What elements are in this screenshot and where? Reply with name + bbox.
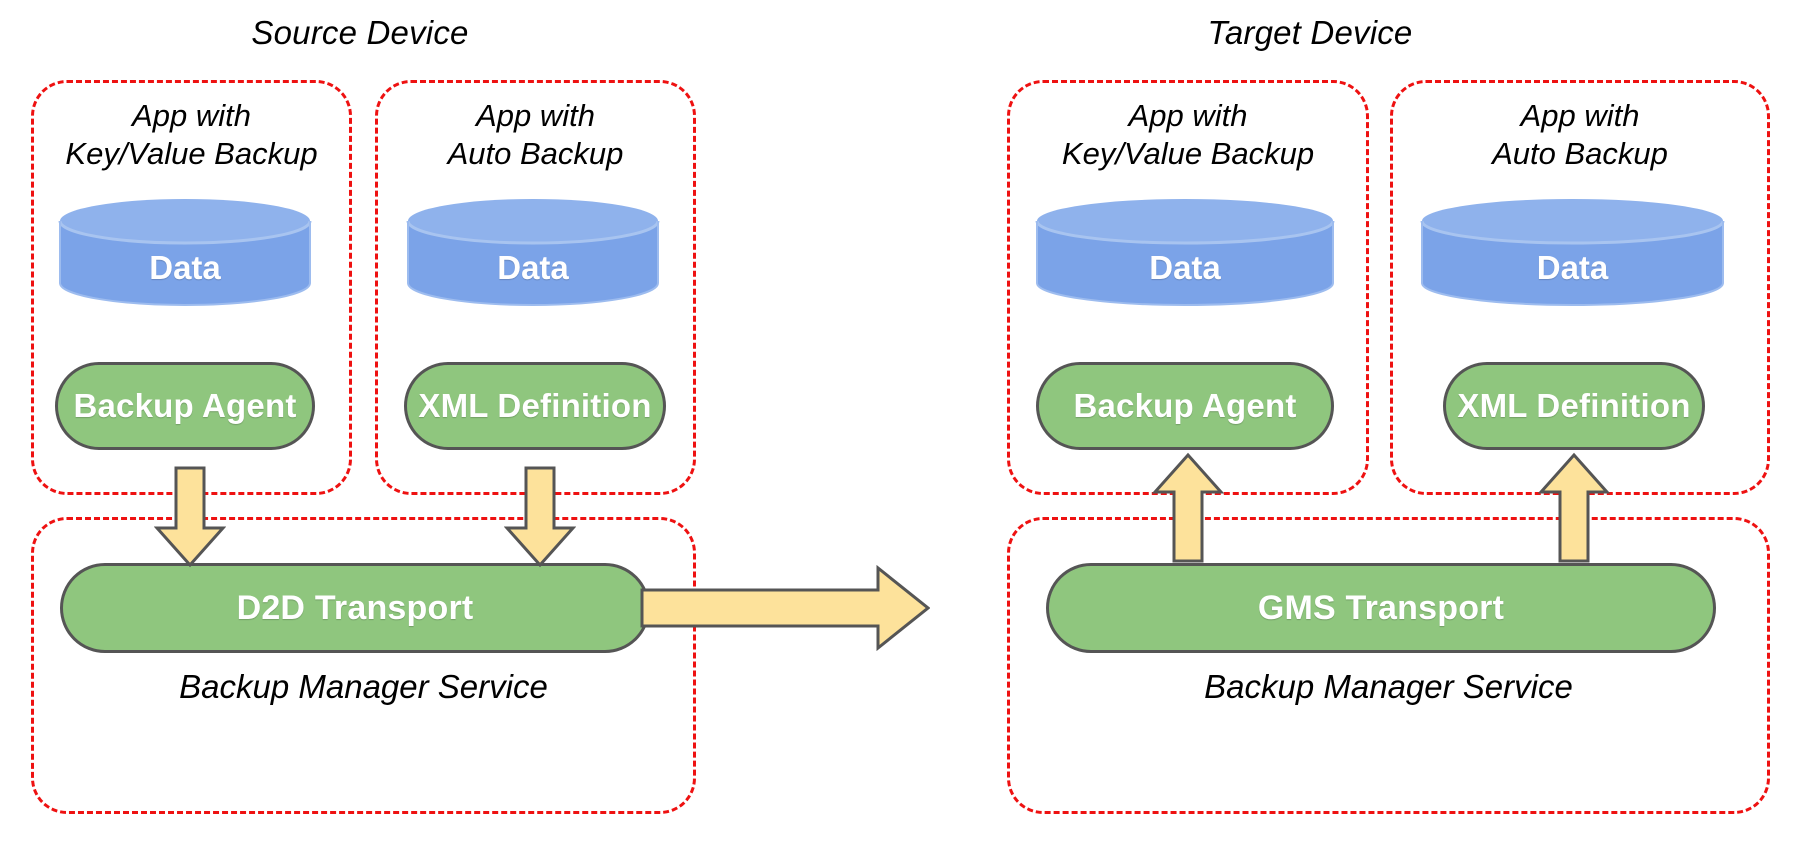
target-app-auto-data-cylinder: Data (1420, 197, 1725, 307)
target-backup-manager-label: Backup Manager Service (1204, 668, 1573, 705)
target-backup-manager-container (1007, 517, 1770, 814)
target-xml-definition-box[interactable]: XML Definition (1443, 362, 1705, 450)
target-device-title: Target Device (1207, 14, 1413, 51)
source-app-auto-label: App with Auto Backup (447, 98, 624, 171)
d2d-transport-box[interactable]: D2D Transport (60, 563, 650, 653)
arrow-gms-to-xml-definition (1538, 452, 1610, 564)
source-backup-agent-box[interactable]: Backup Agent (55, 362, 315, 450)
source-app-kv-data-label: Data (149, 249, 221, 286)
source-app-kv-data-cylinder: Data (58, 197, 312, 307)
gms-transport-box[interactable]: GMS Transport (1046, 563, 1716, 653)
source-device-title: Source Device (251, 14, 469, 51)
arrow-backup-agent-to-d2d (154, 466, 226, 568)
source-backup-manager-container (31, 517, 696, 814)
source-app-auto-data-label: Data (497, 249, 569, 286)
source-app-auto-data-cylinder: Data (406, 197, 660, 307)
target-app-auto-data-label: Data (1536, 249, 1609, 286)
arrow-gms-to-backup-agent (1152, 452, 1224, 564)
target-backup-agent-box[interactable]: Backup Agent (1036, 362, 1334, 450)
arrow-d2d-to-gms-transport (640, 565, 930, 651)
target-app-kv-label: App with Key/Value Backup (1061, 98, 1315, 171)
target-app-auto-label: App with Auto Backup (1492, 98, 1668, 171)
source-app-kv-label: App with Key/Value Backup (65, 98, 318, 171)
arrow-xml-definition-to-d2d (504, 466, 576, 568)
target-app-kv-data-cylinder: Data (1035, 197, 1335, 307)
target-app-kv-data-label: Data (1149, 249, 1221, 286)
source-xml-definition-box[interactable]: XML Definition (404, 362, 666, 450)
source-backup-manager-label: Backup Manager Service (179, 668, 548, 705)
